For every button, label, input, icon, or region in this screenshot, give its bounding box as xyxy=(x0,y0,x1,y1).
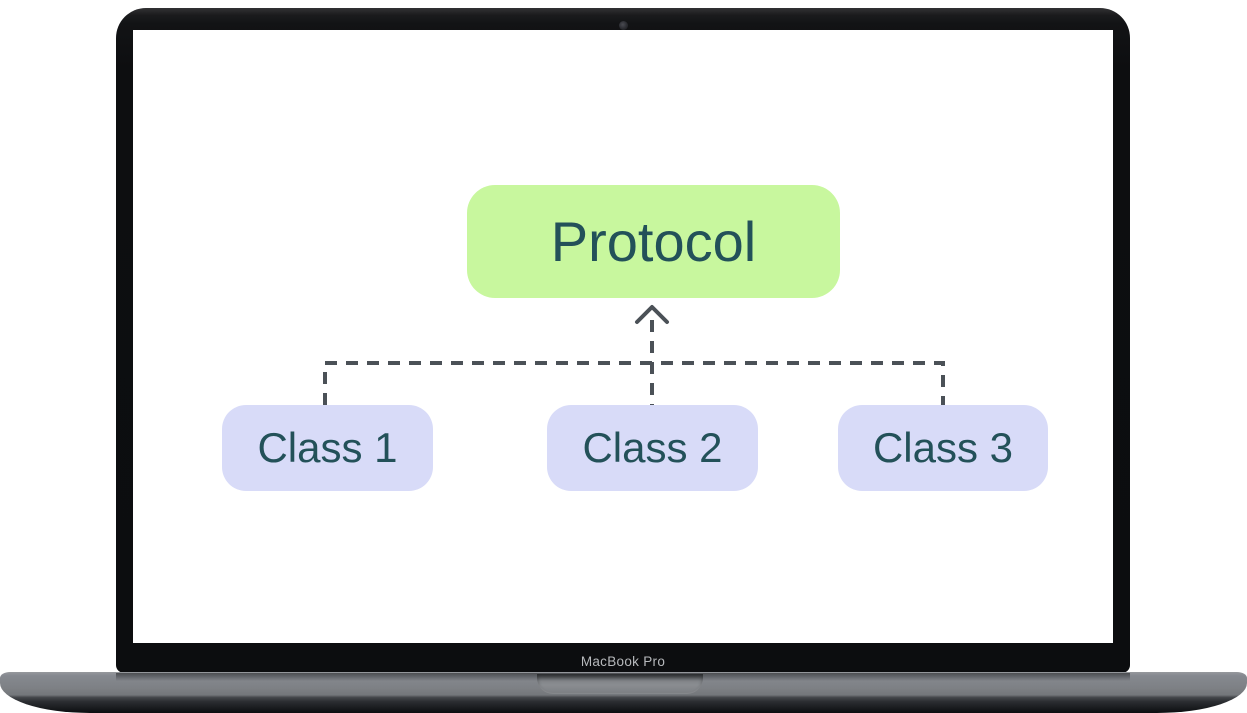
protocol-node-label: Protocol xyxy=(550,210,757,273)
class-3-node: Class 3 xyxy=(838,405,1048,491)
protocol-node: Protocol xyxy=(467,185,840,298)
class-1-node: Class 1 xyxy=(222,405,433,491)
bracket-dashed-line xyxy=(323,361,945,405)
laptop-screen: Protocol Class 1 Class 2 Class 3 xyxy=(133,30,1113,643)
hinge-shadow xyxy=(116,673,1130,681)
class-2-node-label: Class 2 xyxy=(582,424,723,471)
laptop-lid: Protocol Class 1 Class 2 Class 3 MacBook… xyxy=(116,8,1130,673)
camera-dot-icon xyxy=(619,21,628,30)
class-2-node: Class 2 xyxy=(547,405,758,491)
arrow-up-icon xyxy=(635,305,669,324)
class-1-node-label: Class 1 xyxy=(257,424,398,471)
class-3-node-label: Class 3 xyxy=(872,424,1014,471)
device-label: MacBook Pro xyxy=(580,654,666,669)
inheritance-connectors xyxy=(323,305,945,405)
